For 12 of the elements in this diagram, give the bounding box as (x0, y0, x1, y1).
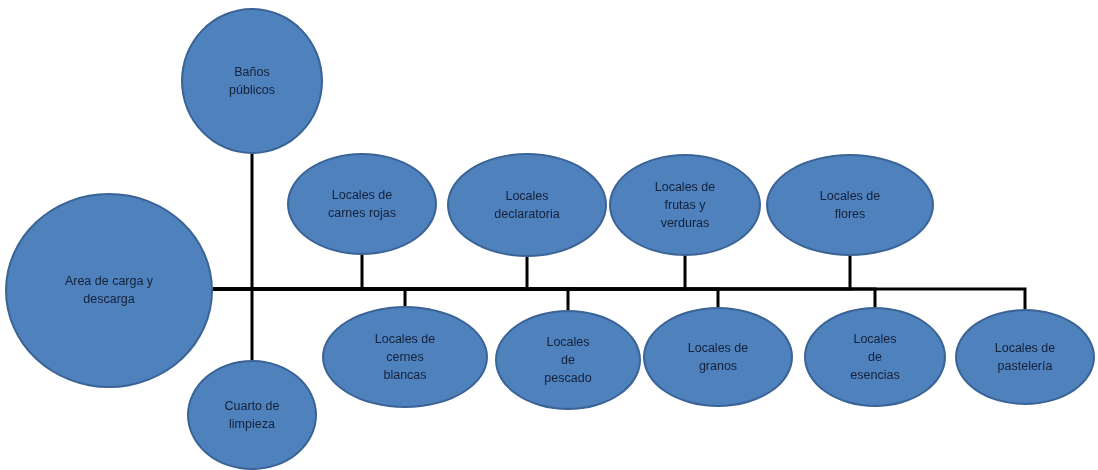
node-label: Locales de flores (818, 187, 882, 223)
node-label: Locales de esencias (849, 330, 901, 385)
node-label: Cuarto de limpieza (223, 397, 281, 433)
node-label: Baños públicos (228, 63, 276, 99)
node-label: Locales de granos (686, 339, 750, 375)
node-label: Locales de frutas y verduras (653, 178, 717, 233)
node-label: Locales de carnes rojas (326, 186, 398, 222)
node-label: Locales de cernes blancas (373, 330, 437, 385)
node-label: Locales de pescado (543, 333, 593, 388)
node-label: Locales declaratoria (493, 187, 561, 223)
node-label: Area de carga y descarga (63, 272, 155, 308)
node-label: Locales de pastelería (993, 339, 1057, 375)
